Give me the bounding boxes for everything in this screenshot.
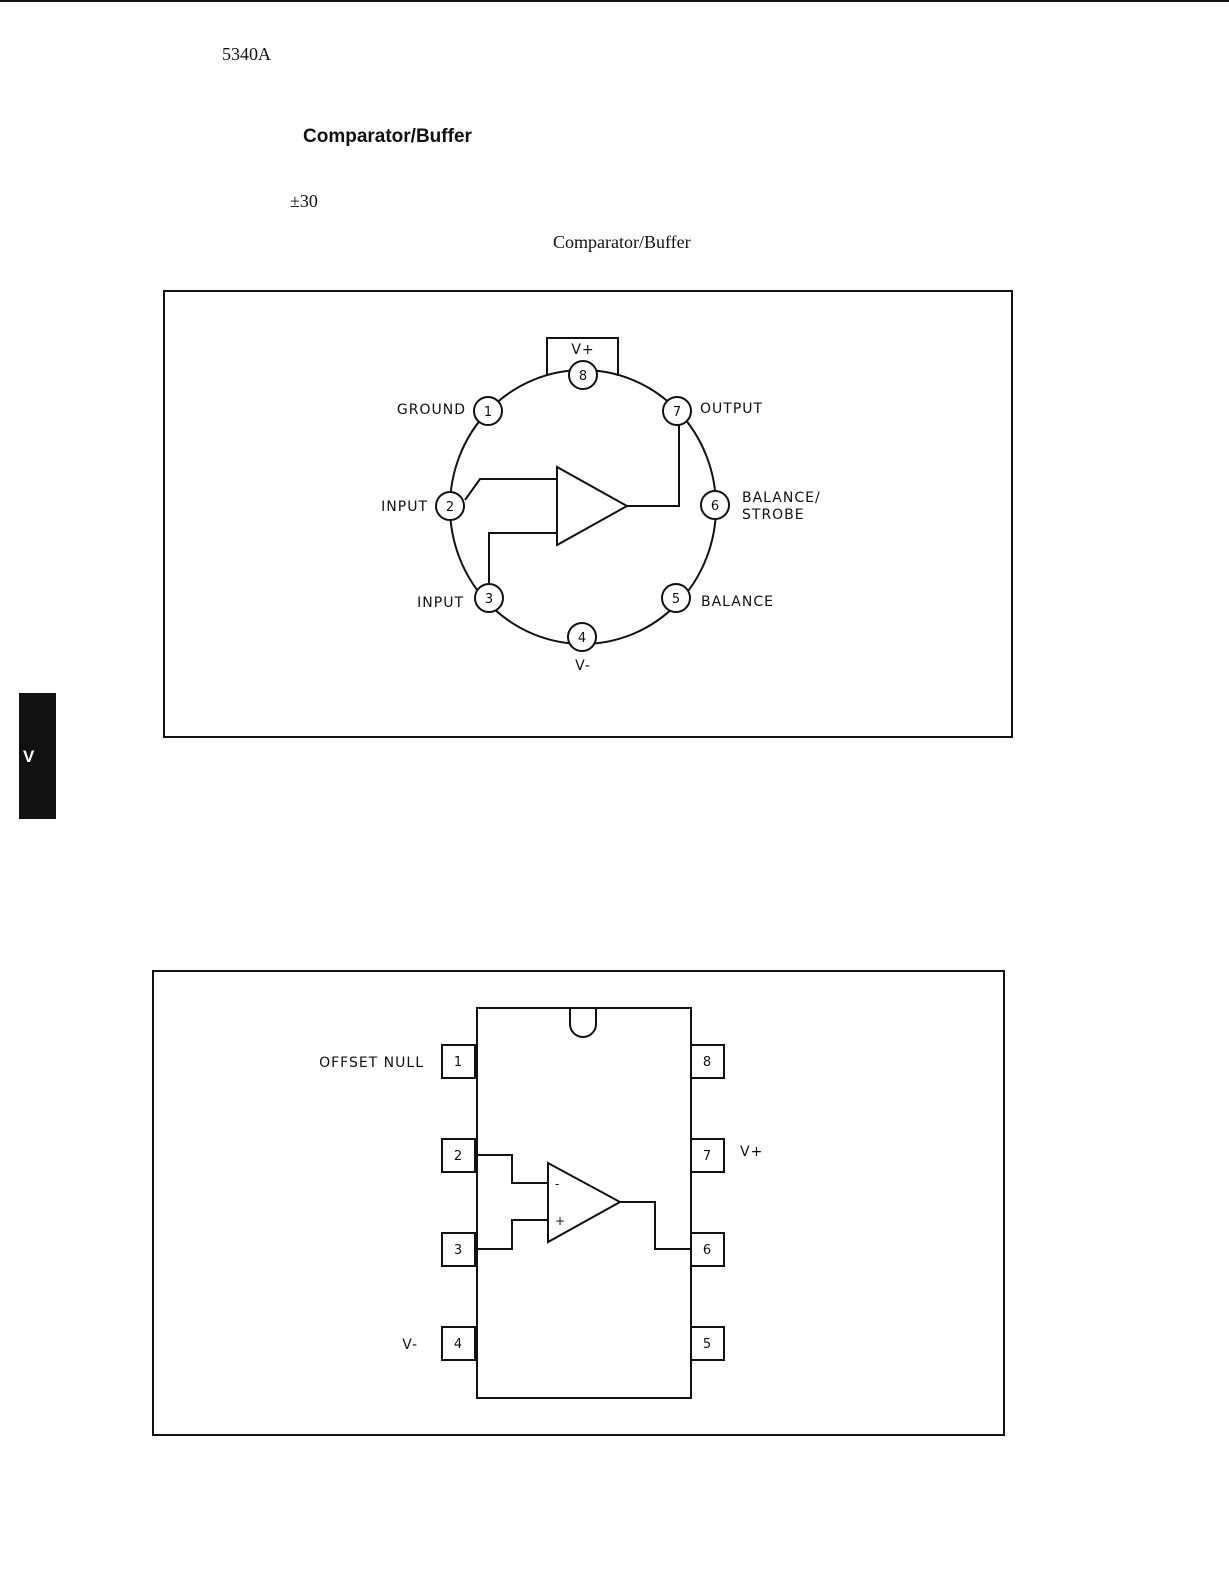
dip-pin-1-label: OFFSET NULL [319,1055,424,1071]
dip-pin-3-number: 3 [454,1243,462,1258]
pin-8-number: 8 [579,369,587,384]
pin-7: 7 OUTPUT [663,397,763,425]
dip-pin-1: 1 OFFSET NULL [319,1045,475,1078]
dip-pin-2-number: 2 [454,1149,462,1164]
dip-pin3-wire [477,1220,548,1249]
dip-pin-8: 8 [691,1045,724,1078]
dip-pin-5: 5 [691,1327,724,1360]
dip-pin-5-number: 5 [703,1337,711,1352]
inverting-sign: - [555,1177,559,1191]
pin-4-label: V- [575,658,591,674]
dip-pin-7: 7 V+ [691,1139,763,1172]
dip-pin-7-label: V+ [740,1144,763,1160]
pin-2: 2 INPUT [381,492,464,520]
pin-5-label: BALANCE [701,594,774,610]
input2-wire [465,479,557,500]
pin-3-number: 3 [485,592,493,607]
dip-package-figure: - + 1 OFFSET NULL 2 3 4 V- 5 6 [153,971,1004,1435]
dip-pin-6-number: 6 [703,1243,711,1258]
dip-pin-3: 3 [442,1233,475,1266]
round-package-figure: 1 GROUND 2 INPUT 3 INPUT 4 V- 5 BALANCE … [164,291,1012,737]
pin-6: 6 BALANCE/ STROBE [701,490,821,523]
pin-3: 3 INPUT [417,584,503,612]
pin-1-number: 1 [484,405,492,420]
pin-7-number: 7 [673,405,681,420]
dip-pin-4-number: 4 [454,1337,462,1352]
pin-1: 1 GROUND [397,397,502,425]
pin-5-number: 5 [672,592,680,607]
pin-1-label: GROUND [397,402,466,418]
dip-pin-4-label: V- [402,1337,418,1353]
dip-amplifier-symbol [548,1163,620,1242]
dip-pin-4: 4 V- [402,1327,475,1360]
dip-pin-1-number: 1 [454,1055,462,1070]
pin-3-label: INPUT [417,595,464,611]
pin-6-number: 6 [711,499,719,514]
dip-pin-8-number: 8 [703,1055,711,1070]
pin-4: 4 V- [568,623,596,674]
output-wire [627,424,679,506]
pin-8: 8 V+ [569,342,597,389]
dip-pin-6: 6 [691,1233,724,1266]
dip-output-wire [620,1202,691,1249]
pin-2-label: INPUT [381,499,428,515]
pin-8-label: V+ [571,342,594,358]
pin-4-number: 4 [578,631,586,646]
pin-7-label: OUTPUT [700,401,763,417]
dip-body [477,1008,691,1398]
noninverting-sign: + [555,1214,565,1228]
pin-2-number: 2 [446,500,454,515]
dip-pin-2: 2 [442,1139,475,1172]
dip-pin-7-number: 7 [703,1149,711,1164]
pin-6-label: BALANCE/ [742,490,821,506]
figure-frame-dip [153,971,1004,1435]
amplifier-symbol [557,467,627,545]
pin-5: 5 BALANCE [662,584,774,612]
dip-pin2-wire [477,1155,548,1183]
pin-6-label-line2: STROBE [742,507,805,523]
dip-notch [570,1008,596,1037]
input3-wire [489,533,557,585]
